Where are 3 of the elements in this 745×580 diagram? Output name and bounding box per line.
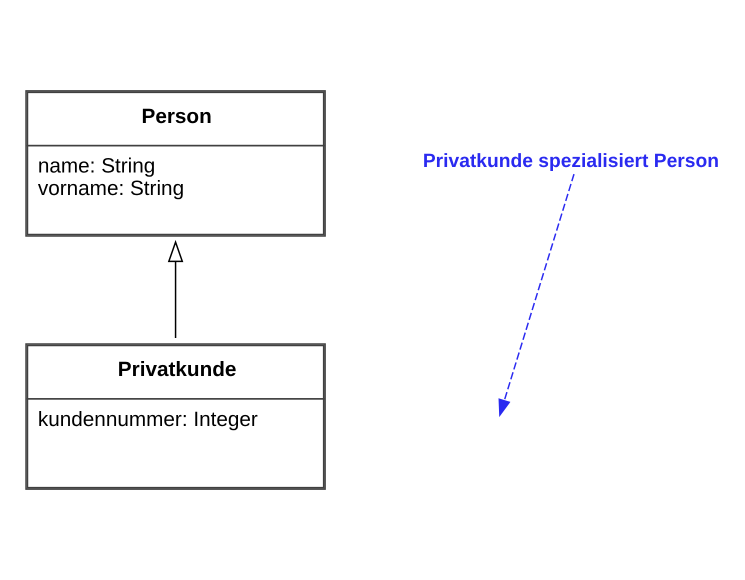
arrow [168, 240, 184, 338]
node-text: Privatkunde spezialisiert Person [422, 150, 719, 172]
arrow [498, 174, 575, 418]
